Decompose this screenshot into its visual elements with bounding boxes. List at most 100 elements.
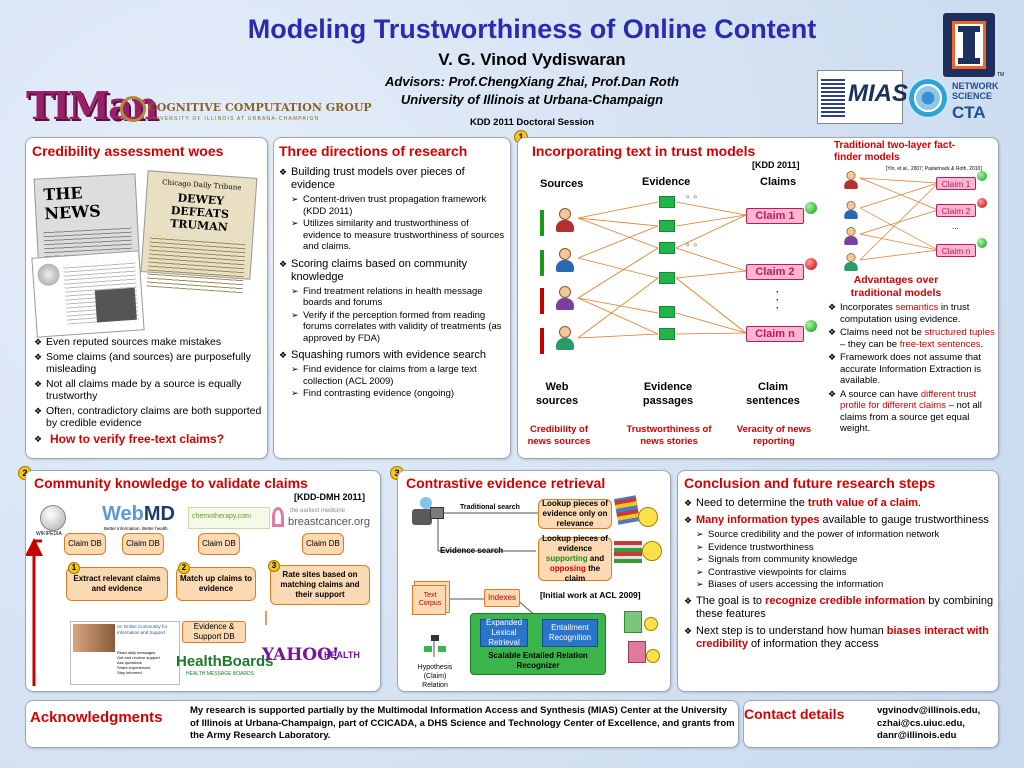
evidence-box bbox=[659, 306, 675, 318]
adv-title: Advantages over traditional models bbox=[850, 274, 942, 299]
event-label: KDD 2011 Doctoral Session bbox=[469, 117, 595, 128]
trust-bar-red bbox=[540, 328, 544, 354]
healthboards-tagline: HEALTH MESSAGE BOARDS bbox=[186, 671, 254, 677]
tf-citation: [Yin, et al., 2007; Pasternack & Roth, 2… bbox=[886, 166, 982, 172]
email[interactable]: vgvinodv@illinois.edu, bbox=[877, 705, 981, 716]
chemotherapy-logo: chemotherapy.com bbox=[188, 507, 270, 529]
tf-title: Traditional two-layer fact-finder models bbox=[834, 140, 956, 163]
tf-claim-box: Claim 2 bbox=[936, 204, 976, 217]
books-icon bbox=[614, 541, 642, 563]
claim-db: Claim DB bbox=[122, 533, 164, 555]
indexes-box: Indexes bbox=[484, 589, 520, 607]
thinking-face-icon bbox=[638, 507, 658, 527]
docs-icon bbox=[628, 641, 646, 663]
claim-true-icon bbox=[805, 202, 817, 214]
text-corpus-label: Text Corpus bbox=[418, 592, 442, 607]
community-flow-arrows bbox=[26, 538, 267, 686]
email[interactable]: czhai@cs.uiuc.edu, bbox=[877, 717, 965, 729]
healthboards-logo: HealthBoards bbox=[176, 653, 274, 670]
conclusion-sub: Contrastive viewpoints for claims bbox=[696, 567, 994, 579]
bullet: Even reputed sources make mistakes bbox=[34, 336, 266, 349]
direction-item: Building trust models over pieces of evi… bbox=[279, 166, 507, 253]
poster-title: Modeling Trustworthiness of Online Conte… bbox=[247, 14, 817, 44]
ccg-logo-sub: UNIVERSITY OF ILLINOIS AT URBANA-CHAMPAI… bbox=[148, 116, 320, 122]
breastcancer-top: the earliest medicine bbox=[290, 508, 346, 514]
kdd-dmh-tag: [KDD-DMH 2011] bbox=[294, 492, 366, 502]
panel-community: Community knowledge to validate claims [… bbox=[25, 470, 381, 692]
network-science-logo bbox=[906, 76, 950, 120]
conclusion-bullet: Need to determine the truth value of a c… bbox=[684, 497, 994, 510]
books-icon bbox=[613, 495, 641, 525]
agreement-icon: ⚬⚬ bbox=[684, 192, 700, 202]
breastcancer-ribbon-icon bbox=[272, 507, 284, 527]
panel-title: Contrastive evidence retrieval bbox=[406, 475, 606, 491]
step-rate: Rate sites based on matching claims and … bbox=[270, 565, 370, 605]
conclusion-list: Need to determine the truth value of a c… bbox=[684, 497, 994, 653]
trust-bar-red bbox=[540, 288, 544, 314]
email[interactable]: danr@illinois.edu bbox=[877, 730, 957, 741]
wikipedia-logo-icon bbox=[40, 505, 66, 531]
tf-person-icon bbox=[843, 227, 860, 245]
tf-person-icon bbox=[843, 171, 860, 189]
advisors: Advisors: Prof.ChengXiang Zhai, Prof.Dan… bbox=[385, 74, 679, 89]
direction-sub: Find treatment relations in health messa… bbox=[291, 286, 507, 309]
trust-bar-green bbox=[540, 250, 544, 276]
evidence-box bbox=[659, 196, 675, 208]
panel-title: Three directions of research bbox=[279, 143, 468, 159]
direction-sub: Utilizes similarity and trustworthiness … bbox=[291, 218, 507, 253]
label-claim-sentences: Claim sentences bbox=[746, 381, 800, 407]
conclusion-sub: Source credibility and the power of info… bbox=[696, 529, 994, 541]
happy-face-icon bbox=[642, 541, 662, 561]
claims-ellipsis: ··· bbox=[776, 287, 779, 313]
claim-box: Claim n bbox=[746, 326, 804, 342]
conclusion-sub: Biases of users accessing the informatio… bbox=[696, 579, 994, 591]
step-number: 1 bbox=[68, 562, 80, 574]
panel-contact: Contact details vgvinodv@illinois.edu, c… bbox=[743, 700, 999, 748]
direction-item: Scoring claims based on community knowle… bbox=[279, 258, 507, 345]
label-web-sources: Web sources bbox=[535, 381, 579, 407]
lookup-contrast-box: Lookup pieces of evidence supporting and… bbox=[538, 534, 612, 583]
forum-screenshot: An Online Community for Information and … bbox=[70, 621, 180, 685]
text-corpus-stack: Text Corpus bbox=[412, 585, 446, 615]
lookup-relevance-box: Lookup pieces of evidence only on releva… bbox=[538, 499, 612, 529]
recognizer-label: Scalable Entailed Relation Recognizer bbox=[488, 651, 588, 670]
tf-claim-box: Claim n bbox=[936, 244, 976, 257]
panel-title: Incorporating text in trust models bbox=[532, 143, 756, 159]
breastcancer-logo: breastcancer.org bbox=[288, 516, 370, 528]
evidence-search-label: Evidence search bbox=[440, 546, 504, 555]
claim-box: Claim 2 bbox=[746, 264, 804, 280]
direction-sub: Find evidence for claims from a large te… bbox=[291, 364, 507, 387]
directions-list: Building trust models over pieces of evi… bbox=[279, 166, 507, 402]
network-science-text: NETWORK SCIENCE bbox=[952, 81, 999, 101]
ack-text: My research is supported partially by th… bbox=[190, 705, 735, 741]
panel-directions: Three directions of research Building tr… bbox=[273, 137, 511, 459]
webmd-tagline: Better information. Better health. bbox=[104, 526, 169, 531]
claim-db: Claim DB bbox=[198, 533, 240, 555]
conclusion-bullet: The goal is to recognize credible inform… bbox=[684, 595, 994, 621]
col-sources: Sources bbox=[540, 178, 584, 190]
claim-db: Claim DB bbox=[64, 533, 106, 555]
claim-false-icon bbox=[977, 198, 987, 208]
face-icon bbox=[644, 617, 658, 631]
illinois-logo bbox=[943, 13, 995, 77]
panel-conclusion: Conclusion and future research steps Nee… bbox=[677, 470, 999, 692]
col-evidence: Evidence bbox=[642, 176, 691, 188]
claim-true-icon bbox=[805, 320, 817, 332]
source-person-icon bbox=[554, 248, 576, 272]
label-evidence-passages: Evidence passages bbox=[642, 381, 694, 407]
author-name: V. G. Vinod Vydiswaran bbox=[438, 50, 626, 69]
source-person-icon bbox=[554, 326, 576, 350]
conclusion-sub: Signals from community knowledge bbox=[696, 554, 994, 566]
entailment-box: Entailment Recognition bbox=[542, 619, 598, 647]
direction-item: Squashing rumors with evidence search Fi… bbox=[279, 349, 507, 400]
tf-network-lines bbox=[859, 177, 939, 261]
question-text: How to verify free-text claims? bbox=[50, 431, 225, 446]
user-computer-icon bbox=[412, 497, 444, 529]
tf-claim-box: Claim 1 bbox=[936, 177, 976, 190]
caption-trustworthiness: Trustworthiness of news stories bbox=[626, 424, 712, 447]
newspaper-headline: THE NEWS bbox=[42, 183, 102, 224]
bullet: Not all claims made by a source is equal… bbox=[34, 378, 266, 403]
tf-ellipsis: ... bbox=[952, 222, 959, 231]
claim-true-icon bbox=[977, 171, 987, 181]
wikipedia-screenshot bbox=[31, 250, 145, 338]
